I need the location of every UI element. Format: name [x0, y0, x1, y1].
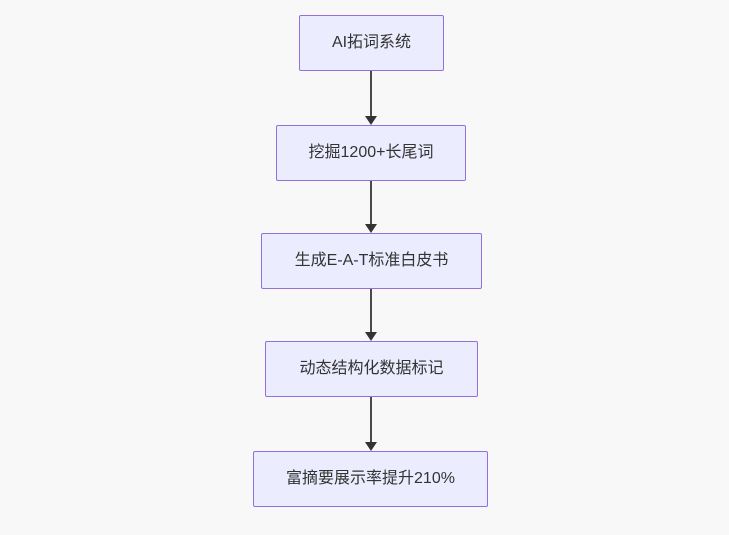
flow-node-longtail-keywords: 挖掘1200+长尾词 [276, 125, 466, 181]
arrowhead-down-icon [365, 224, 377, 233]
flow-edge-3 [361, 289, 381, 341]
edge-line [370, 289, 372, 332]
edge-line [370, 181, 372, 224]
flow-node-eat-whitepaper: 生成E-A-T标准白皮书 [261, 233, 482, 289]
flow-node-label: 生成E-A-T标准白皮书 [294, 252, 449, 270]
flow-edge-1 [361, 71, 381, 125]
flow-node-label: AI拓词系统 [331, 34, 412, 52]
flow-edge-2 [361, 181, 381, 233]
flow-node-label: 富摘要展示率提升210% [286, 470, 455, 488]
arrowhead-down-icon [365, 332, 377, 341]
flow-edge-4 [361, 397, 381, 451]
flow-node-rich-snippet-rate: 富摘要展示率提升210% [253, 451, 488, 507]
flow-node-label: 动态结构化数据标记 [299, 360, 444, 378]
arrowhead-down-icon [365, 442, 377, 451]
arrowhead-down-icon [365, 116, 377, 125]
edge-line [370, 71, 372, 116]
flow-node-ai-expansion-system: AI拓词系统 [299, 15, 444, 71]
edge-line [370, 397, 372, 442]
flow-node-label: 挖掘1200+长尾词 [308, 144, 434, 162]
flow-node-structured-data-markup: 动态结构化数据标记 [265, 341, 478, 397]
